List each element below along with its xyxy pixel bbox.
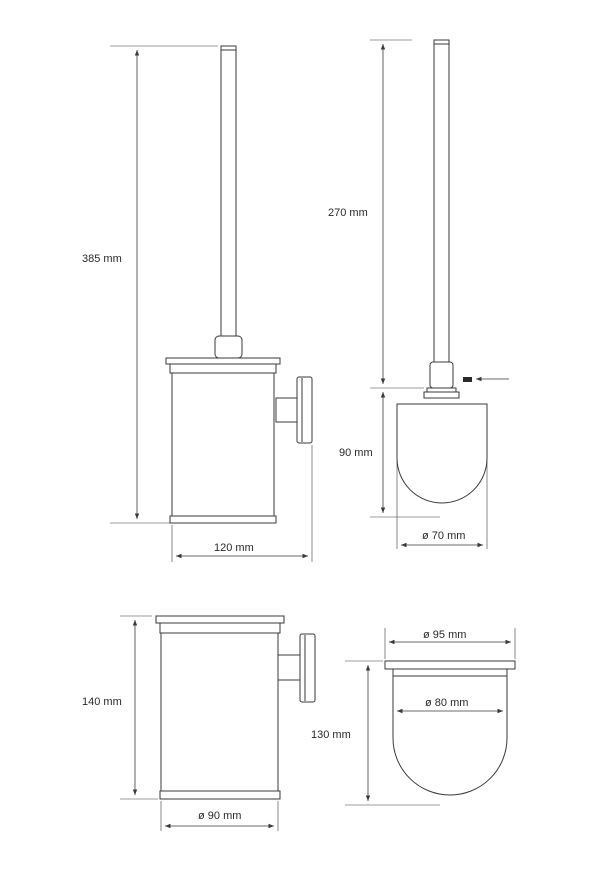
wall-bracket-arm <box>275 397 298 423</box>
label-holder-height: 140 mm <box>82 696 122 708</box>
holder-body <box>171 372 275 517</box>
brush-ring-lower <box>423 391 460 399</box>
label-set-width: 120 mm <box>214 542 254 554</box>
label-cup-top-diameter: ø 95 mm <box>423 629 466 641</box>
holder-top-band <box>159 622 281 634</box>
view-cup: ø 95 mm ø 80 mm 130 mm <box>311 628 516 806</box>
screw-icon <box>463 377 472 382</box>
label-holder-diameter: ø 90 mm <box>198 810 241 822</box>
holder-top-rim <box>155 615 285 624</box>
brush-ring <box>426 387 457 393</box>
brush-neck <box>429 361 454 389</box>
cup-body <box>392 668 508 796</box>
brush-collar <box>214 335 243 359</box>
holder-lid-rim <box>169 363 277 374</box>
label-brush-head-height: 90 mm <box>339 447 373 459</box>
holder-base <box>169 515 277 524</box>
label-brush-total-height: 385 mm <box>82 253 122 265</box>
label-cup-inner-diameter: ø 80 mm <box>425 697 468 709</box>
label-brush-handle-length: 270 mm <box>328 207 368 219</box>
holder-lid <box>165 357 281 365</box>
brush-handle <box>220 45 237 347</box>
holder-base <box>159 790 281 800</box>
brush-handle <box>433 39 450 363</box>
brush-head <box>396 403 488 504</box>
view-brush: 270 mm 90 mm ø 70 mm <box>328 39 509 549</box>
label-brush-head-diameter: ø 70 mm <box>422 530 465 542</box>
holder-body <box>160 632 279 792</box>
label-cup-height: 130 mm <box>311 729 351 741</box>
wall-bracket-arm <box>277 654 301 681</box>
cup-rim <box>384 660 516 670</box>
wall-plate <box>299 633 316 703</box>
wall-plate <box>296 376 313 444</box>
view-holder: 140 mm ø 90 mm <box>82 615 316 831</box>
view-brush-set-front: 385 mm 120 mm <box>82 45 313 562</box>
